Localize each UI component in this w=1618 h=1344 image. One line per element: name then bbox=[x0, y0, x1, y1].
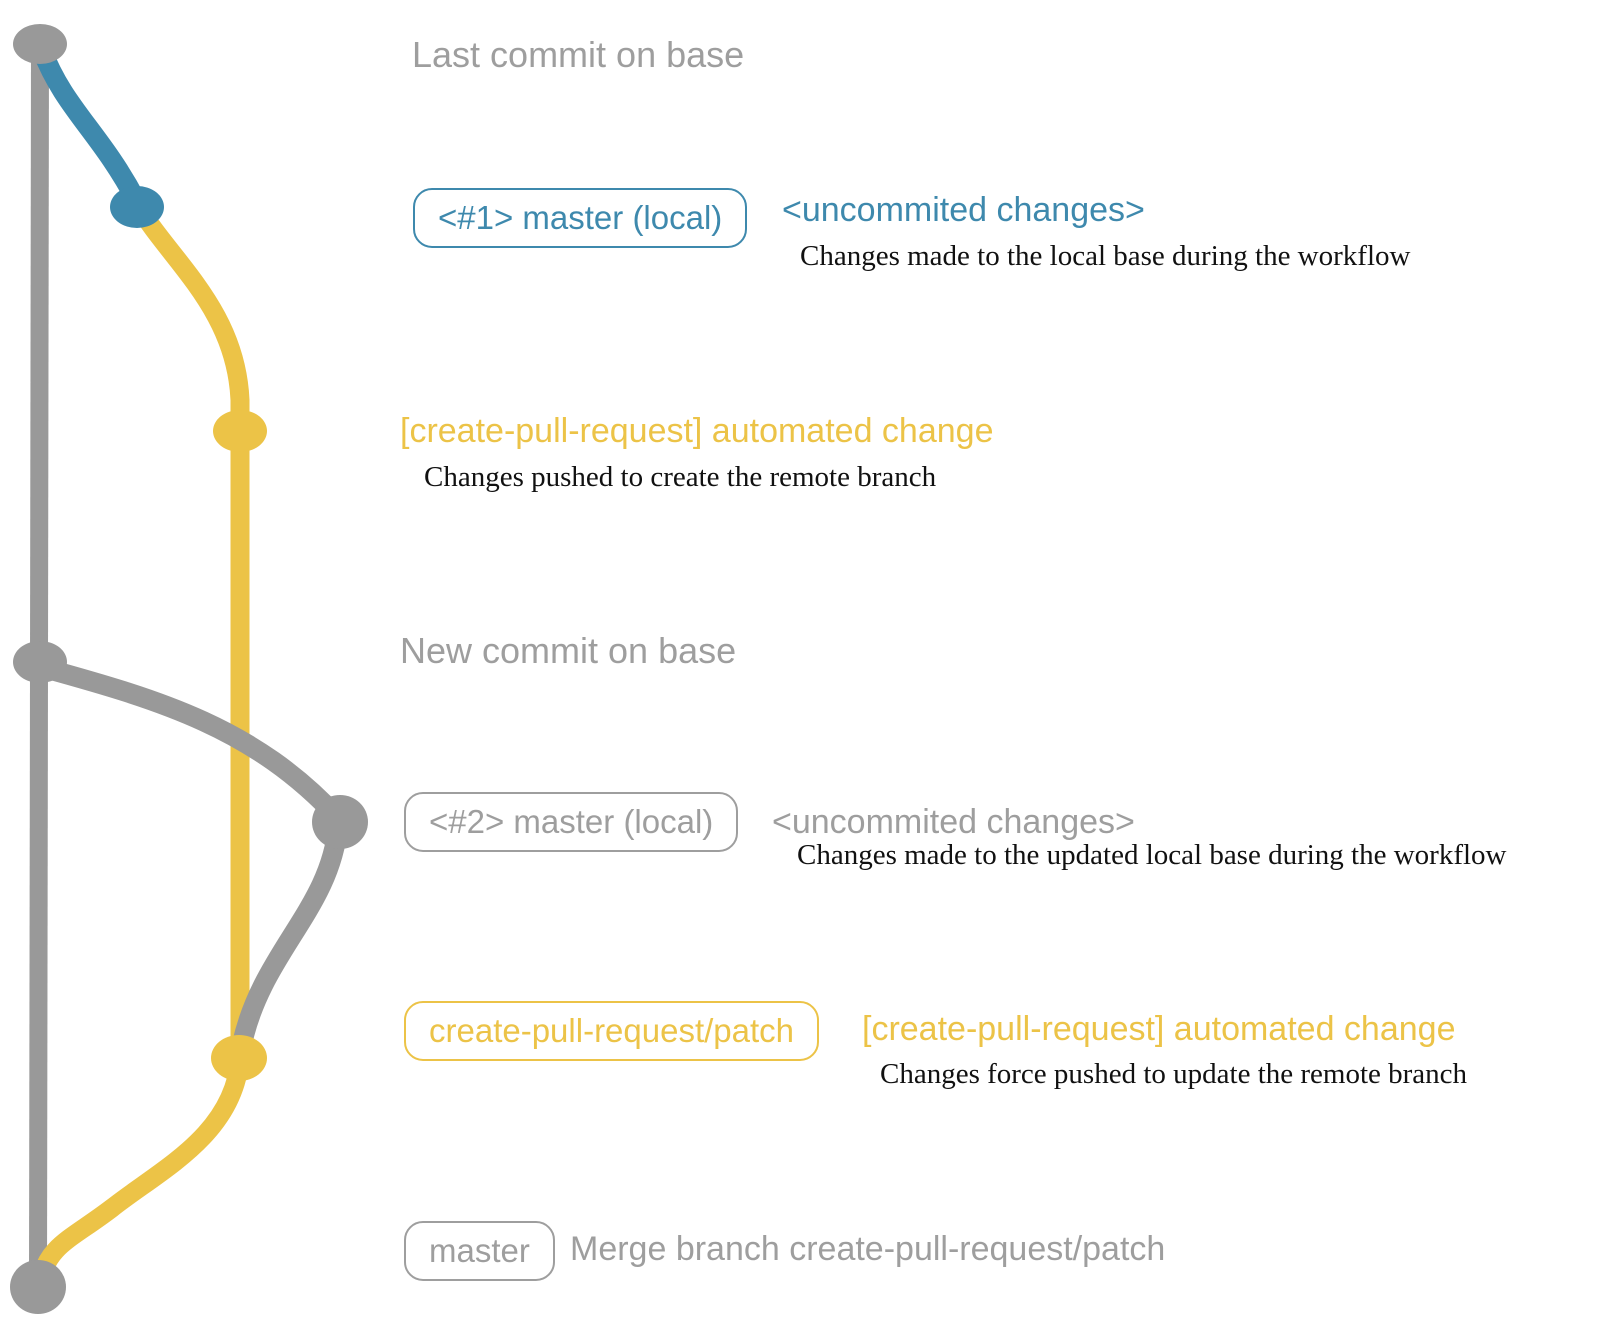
commit-message-automated-2: [create-pull-request] automated change bbox=[862, 1010, 1456, 1048]
commit-dot-local-1 bbox=[110, 186, 164, 228]
commit-dot-remote-create bbox=[213, 410, 267, 452]
commit-message-uncommited-2: <uncommited changes> bbox=[772, 803, 1135, 841]
commit-dot-local-2 bbox=[312, 795, 368, 849]
commit-message-merge: Merge branch create-pull-request/patch bbox=[570, 1230, 1166, 1268]
commit-description-automated-1: Changes pushed to create the remote bran… bbox=[424, 461, 937, 493]
remote-branch-line bbox=[30, 196, 250, 1292]
commit-description-uncommited-2: Changes made to the updated local base d… bbox=[797, 839, 1507, 871]
commit-message-automated-1: [create-pull-request] automated change bbox=[400, 412, 994, 450]
commit-dot-merge bbox=[10, 1260, 66, 1314]
commit-description-automated-2: Changes force pushed to update the remot… bbox=[880, 1058, 1468, 1090]
commit-message-uncommited-1: <uncommited changes> bbox=[782, 191, 1145, 229]
branch-tag-master-local-1: <#1> master (local) bbox=[413, 188, 748, 248]
commit-message-last-base: Last commit on base bbox=[412, 34, 745, 75]
commit-dot-last-base bbox=[13, 24, 67, 64]
local-branch2-in-line bbox=[232, 816, 348, 1054]
commit-description-uncommited-1: Changes made to the local base during th… bbox=[800, 240, 1411, 272]
commit-dot-new-base bbox=[13, 641, 67, 683]
branch-tag-create-pull-request-patch: create-pull-request/patch bbox=[404, 1001, 820, 1061]
branch-tag-master-local-2: <#2> master (local) bbox=[404, 792, 739, 852]
branch-tag-master: master bbox=[404, 1221, 555, 1281]
local-branch1-line bbox=[32, 40, 146, 210]
local-branch2-out-line bbox=[34, 658, 348, 828]
commit-dot-remote-update bbox=[211, 1035, 267, 1081]
commit-message-new-base: New commit on base bbox=[400, 630, 737, 671]
